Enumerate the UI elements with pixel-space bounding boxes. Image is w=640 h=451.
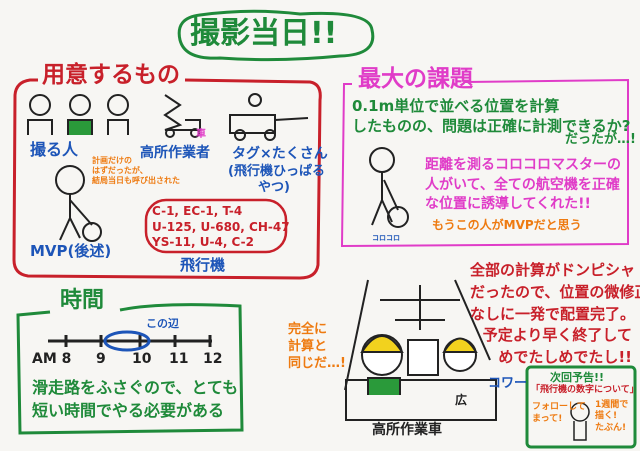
tick-am8: AM 8 <box>32 351 72 367</box>
challenge-text: 0.1m単位で並べる位置を計算 したものの、問題は正確に計測できるか? <box>352 96 630 137</box>
challenge-box <box>340 78 629 248</box>
next-follow: フォローして まって! <box>532 402 586 425</box>
aircraft-line: C-1, EC-1, T-4 <box>152 204 243 218</box>
challenge-line: したものの、問題は正確に計測できるか? <box>352 117 631 136</box>
aircraft-line: U-125, U-680, CH-47 <box>152 219 290 234</box>
chibi-figure <box>570 402 590 441</box>
time-box <box>16 303 244 435</box>
challenge-heading: 最大の課題 <box>358 66 473 92</box>
same-line: 計算と <box>288 338 328 354</box>
master-line: な位置に誘導してくれた!! <box>425 196 591 213</box>
tick-11: 11 <box>169 351 189 367</box>
vehicle-label: 高所作業車 <box>372 422 442 438</box>
note-line: 計画だけの <box>92 156 132 165</box>
result-line: 予定より早く終了して <box>482 326 632 345</box>
prepare-heading: 用意するもの <box>42 62 180 88</box>
challenge-but: だったが…! <box>565 132 636 147</box>
title-cloud <box>177 9 375 62</box>
lift-icon <box>163 94 201 138</box>
prepare-box <box>12 78 322 280</box>
time-heading: 時間 <box>60 288 105 313</box>
weekly-line: 描く! <box>595 411 618 422</box>
result-line: 全部の計算がドンピシャ <box>470 261 636 279</box>
weekly-line: 1週間で <box>595 400 629 410</box>
mvp-figure <box>55 165 102 242</box>
follow-line: まって! <box>532 413 563 424</box>
result-line: だったので、位置の微修正 <box>470 282 640 301</box>
hangar-scene <box>344 279 497 421</box>
master-line: 人がいて、全ての航空機を正確 <box>425 176 620 193</box>
mvp-label: MVP(後述) <box>30 242 112 260</box>
next-box <box>525 365 637 449</box>
result-line: なしに一発で配置完了。 <box>470 304 636 323</box>
time-marker-label: この辺 <box>146 317 179 330</box>
people-icons <box>27 94 129 135</box>
time-line: 短い時間でやる必要がある <box>32 401 225 421</box>
aircraft-label: 飛行機 <box>180 256 226 274</box>
next-weekly: 1週間で 描く! たぶん! <box>595 400 628 434</box>
lift-correction: 車 <box>196 129 206 140</box>
tug-icon <box>229 93 309 141</box>
tick-10: 10 <box>132 351 152 367</box>
same-line: 同じだ…! <box>288 355 346 371</box>
next-heading: 次回予告!! <box>550 371 605 384</box>
tick-12: 12 <box>203 351 223 367</box>
time-line: 滑走路をふさぐので、とても <box>32 378 239 397</box>
time-highlight-circle <box>103 330 151 352</box>
result-line: めでたしめでたし!! <box>498 348 632 366</box>
tug-label: タグ×たくさん <box>232 146 328 162</box>
mvp-note: もうこの人がMVPだと思う <box>432 218 582 232</box>
scared-text: コワー <box>488 376 528 391</box>
same-line: 完全に <box>288 322 328 337</box>
time-text: 滑走路をふさぐので、とても 短い時間でやる必要がある <box>32 376 238 422</box>
note-line: はずだったが、 <box>92 166 148 175</box>
photographer-note: 計画だけの はずだったが、 結局当日も呼び出された <box>92 156 180 186</box>
result-text: 全部の計算がドンピシャ だったので、位置の微修正 なしに一発で配置完了。 予定よ… <box>470 260 640 369</box>
next-topic: 「飛行機の数字について」 <box>531 385 639 395</box>
photographers-label: 撮る人 <box>30 140 79 159</box>
tug-desc-end: やつ) <box>258 180 290 195</box>
page-title: 撮影当日!! <box>190 16 338 51</box>
master-figure <box>369 147 409 228</box>
same-as-calculation: 完全に 計算と 同じだ…! <box>288 322 346 373</box>
aircraft-box <box>144 198 288 254</box>
tug-desc: (飛行機ひっぱる <box>228 164 325 179</box>
follow-line: フォローして <box>532 402 586 412</box>
helmet-badge: 広 <box>455 393 468 407</box>
aircraft-list: C-1, EC-1, T-4 U-125, U-680, CH-47 YS-11… <box>152 204 290 251</box>
tick-9: 9 <box>96 351 106 367</box>
wheel-label: コロコロ <box>372 234 400 242</box>
note-line: 結局当日も呼び出された <box>92 176 180 185</box>
challenge-line: 0.1m単位で並べる位置を計算 <box>352 97 560 115</box>
timeline <box>48 335 212 347</box>
aircraft-line: YS-11, U-4, C-2 <box>152 235 254 250</box>
weekly-line: たぶん! <box>595 422 627 433</box>
master-text: 距離を測るコロコロマスターの 人がいて、全ての航空機を正確 な位置に誘導してくれ… <box>425 156 621 215</box>
lift-worker-label: 高所作業者 <box>140 145 210 161</box>
master-line: 距離を測るコロコロマスターの <box>425 157 621 173</box>
